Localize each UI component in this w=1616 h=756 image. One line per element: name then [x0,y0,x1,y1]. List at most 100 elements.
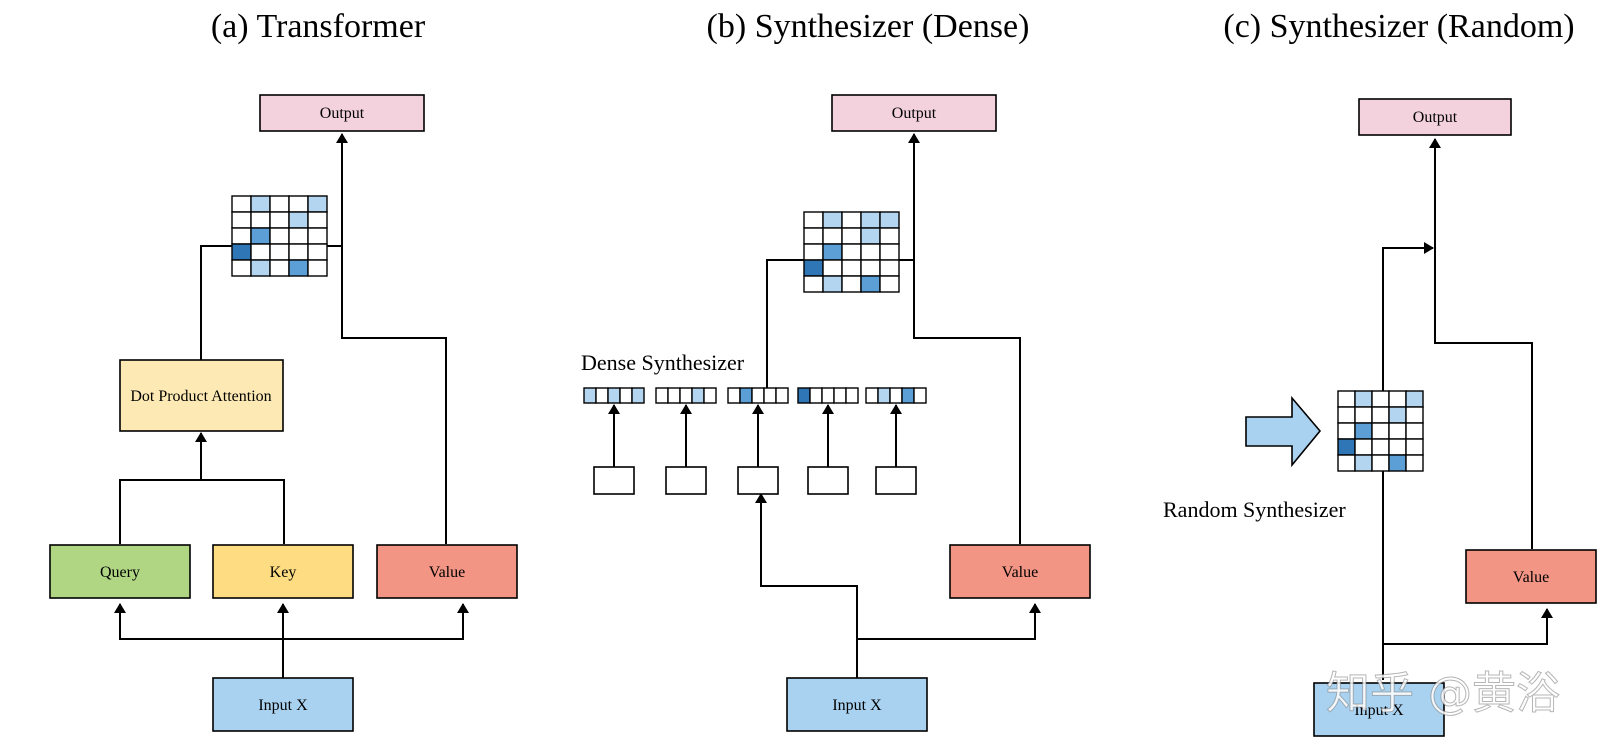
b-matrix-cell [860,259,881,277]
a-attention-matrix [231,195,328,277]
a-matrix-cell [250,195,271,213]
b-dense-to-matrix [766,259,804,390]
b-matrix-cell [879,211,900,229]
b-input-to-value [857,603,1041,640]
b-matrix-cell [803,275,824,293]
panel-transformer: (a) Transformer Output Dot Product Atten… [49,8,518,732]
b-matrix-cell [879,227,900,245]
b-dense-input-box [807,466,849,495]
a-matrix-cell [231,259,252,277]
a-dot-product-box [119,359,284,432]
b-input-label: Input X [832,697,882,714]
b-dense-vector-cell [775,387,789,404]
c-matrix-cell [1388,438,1407,456]
b-dense-vector-cell [667,387,681,404]
b-dense-vector-cell [703,387,717,404]
a-matrix-cell [269,195,290,213]
panel-c-title: (c) Synthesizer (Random) [1223,8,1574,45]
b-dense-vector-cell [595,387,609,404]
b-dense-vector-cell [889,387,903,404]
a-matrix-cell [250,259,271,277]
c-matrix-cell [1405,406,1424,424]
c-random-arrow-icon [1245,395,1322,468]
c-matrix-cell [1337,422,1356,440]
b-dense-vector-cell [631,387,645,404]
b-dense-vector-cell [763,387,777,404]
b-dense-input-box [737,466,779,495]
b-matrix-cell [841,227,862,245]
b-matrix-cell [841,243,862,261]
a-output-box [259,94,425,132]
c-matrix-cell [1388,390,1407,408]
c-matrix-cell [1405,390,1424,408]
b-matrix-cell [822,259,843,277]
a-matrix-cell [307,211,328,229]
c-matrix-cell [1354,422,1373,440]
c-matrix-cell [1371,406,1390,424]
b-dense-input-boxes [593,404,917,495]
b-matrix-cell [822,227,843,245]
a-matrix-cell [250,227,271,245]
c-matrix-cell [1371,438,1390,456]
a-matrix-cell [269,259,290,277]
a-query-key-to-attention [119,433,285,544]
b-matrix-cell [841,259,862,277]
c-matrix-cell [1337,454,1356,472]
c-random-matrix [1337,390,1424,472]
b-dense-synthesizer-label: Dense Synthesizer [581,350,745,375]
a-value-box [376,544,518,599]
c-input-up-to-output [1382,242,1434,680]
b-matrix-cell [822,243,843,261]
panel-b-title: (b) Synthesizer (Dense) [707,8,1030,45]
b-matrix-cell [860,211,881,229]
c-matrix-cell [1337,406,1356,424]
panel-a-title: (a) Transformer [211,8,426,45]
a-matrix-cell [288,243,309,261]
panel-synthesizer-dense: (b) Synthesizer (Dense) Output Dense Syn… [581,8,1091,732]
b-value-label: Value [1002,564,1038,581]
b-dense-vectors [583,387,927,404]
b-dense-vector-cell [655,387,669,404]
a-matrix-cell [288,227,309,245]
a-matrix-cell [250,243,271,261]
b-synthesized-matrix [803,211,900,293]
a-query-label: Query [100,564,140,581]
c-matrix-cell [1371,454,1390,472]
a-matrix-cell [307,227,328,245]
c-random-synthesizer-label: Random Synthesizer [1163,497,1346,522]
a-input-label: Input X [258,697,308,714]
c-input-label: Input X [1354,702,1404,719]
a-query-box [49,544,191,599]
a-matrix-cell [269,211,290,229]
b-matrix-cell [803,211,824,229]
b-matrix-cell [860,227,881,245]
c-matrix-cell [1354,406,1373,424]
a-input-box [212,677,354,732]
b-dense-vector-cell [821,387,835,404]
b-value-to-output [908,133,1021,544]
b-matrix-cell [879,259,900,277]
a-matrix-cell [269,243,290,261]
a-matrix-cell [231,227,252,245]
c-matrix-cell [1354,438,1373,456]
b-dense-vector-cell [619,387,633,404]
a-matrix-cell [307,195,328,213]
b-input-up [755,493,858,678]
a-matrix-cell [231,195,252,213]
c-value-box [1465,549,1597,604]
b-dense-vector-cell [877,387,891,404]
b-dense-vector-cell [679,387,693,404]
c-matrix-cell [1371,422,1390,440]
c-matrix-cell [1354,390,1373,408]
a-matrix-cell [288,259,309,277]
c-matrix-cell [1405,438,1424,456]
a-key-label: Key [270,564,297,581]
b-input-box [786,677,928,732]
a-matrix-cell [307,259,328,277]
a-output-label: Output [320,105,365,122]
a-matrix-cell [250,211,271,229]
a-matrix-cell [231,211,252,229]
a-matrix-cell [288,211,309,229]
b-dense-vector-cell [901,387,915,404]
a-value-label: Value [429,564,465,581]
